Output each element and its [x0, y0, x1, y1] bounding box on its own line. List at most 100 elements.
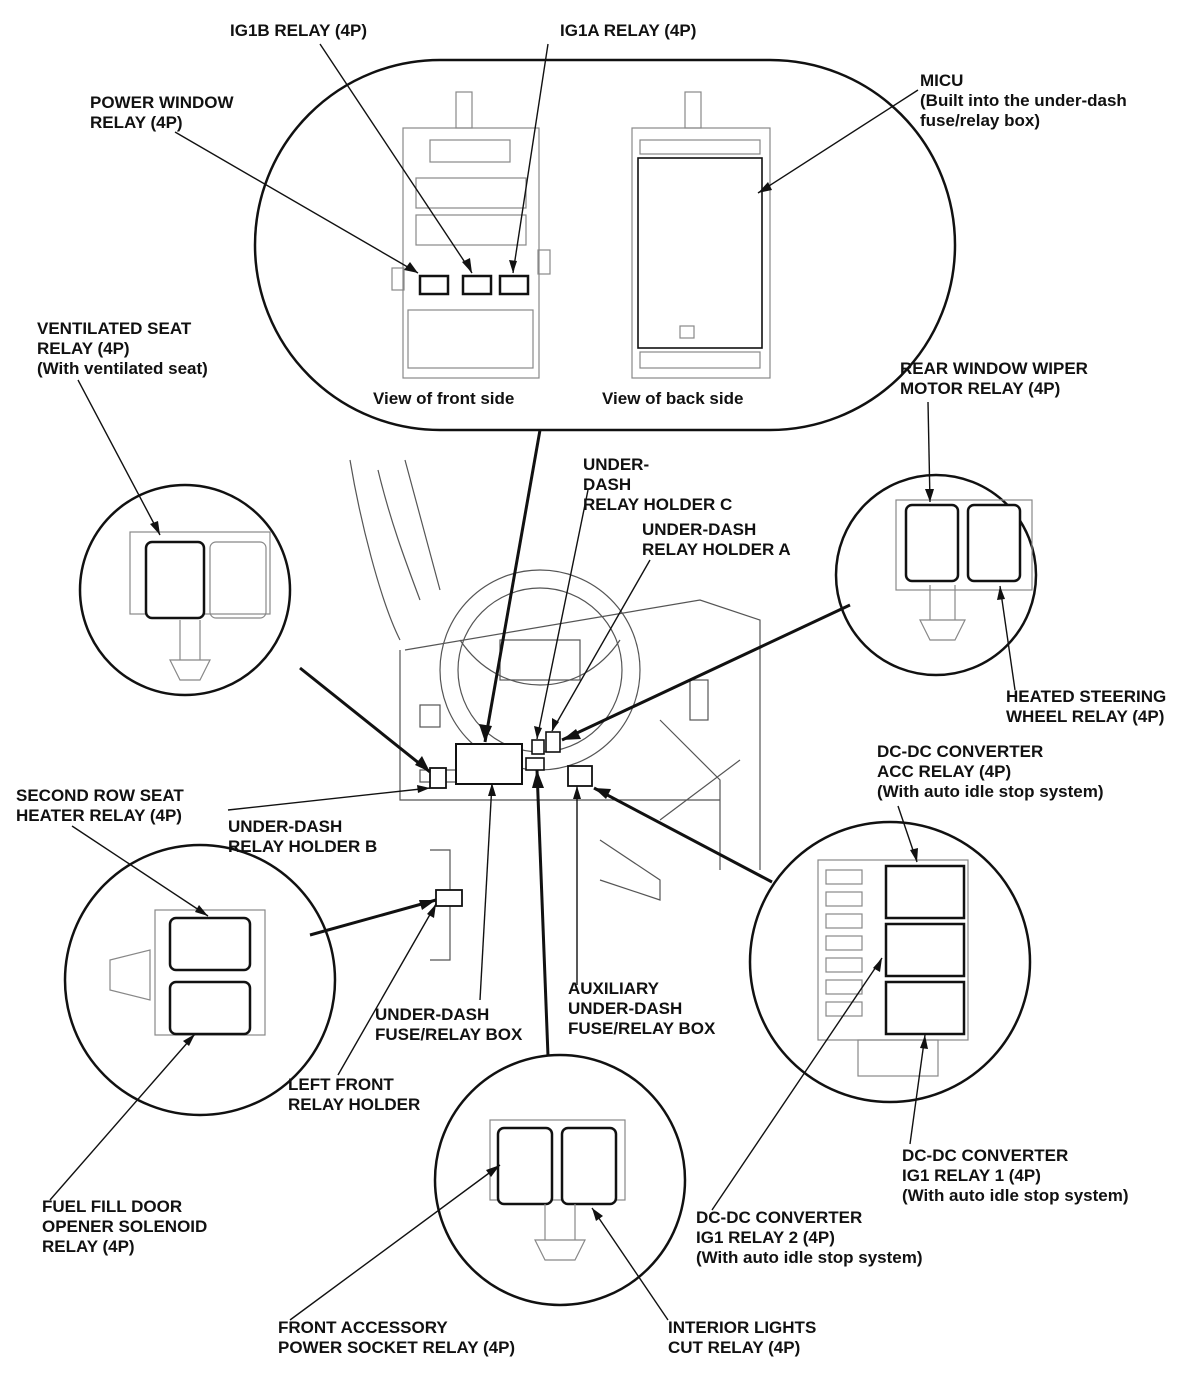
label-line: RELAY HOLDER C [583, 495, 733, 514]
underdash-relay-holder-a-label: UNDER-DASH RELAY HOLDER A [642, 520, 791, 560]
dcdc-ig1-relay-2 [884, 922, 966, 978]
aux-box-shape [567, 765, 593, 787]
label-line: LEFT FRONT [288, 1075, 394, 1094]
label-line: (With auto idle stop system) [902, 1186, 1129, 1205]
rear-window-wiper-motor-relay [904, 503, 960, 583]
label-line: IG1 RELAY 1 (4P) [902, 1166, 1041, 1185]
second-row-seat-heater-relay [168, 916, 252, 972]
label-line: HEATER RELAY (4P) [16, 806, 182, 825]
leader-lines [49, 43, 1016, 1321]
fuse-box-back-view [631, 91, 771, 379]
label-line: DC-DC CONVERTER [902, 1146, 1069, 1165]
dashboard-sketch [349, 459, 761, 961]
fuse-box-inset [253, 58, 957, 432]
heated-steering-wheel-relay [966, 503, 1022, 583]
connector-lines [299, 429, 851, 1057]
label-line: View of front side [373, 389, 515, 408]
dcdc-inset [748, 820, 1032, 1104]
ig1b-relay-label: IG1B RELAY (4P) [230, 21, 367, 41]
heated-steering-wheel-relay-label: HEATED STEERING WHEEL RELAY (4P) [1006, 687, 1166, 727]
underdash-relay-holder-b-label: UNDER-DASH RELAY HOLDER B [228, 817, 377, 857]
ig1a-relay [498, 274, 530, 296]
label-line: POWER WINDOW [90, 93, 234, 112]
front-accessory-power-socket-relay-label: FRONT ACCESSORY POWER SOCKET RELAY (4P) [278, 1318, 515, 1358]
label-line: (With auto idle stop system) [877, 782, 1104, 801]
label-line: ACC RELAY (4P) [877, 762, 1012, 781]
label-line: UNDER-DASH [642, 520, 757, 539]
arrowheads [150, 182, 1005, 1221]
label-line: CUT RELAY (4P) [668, 1338, 801, 1357]
holder-b-shape [429, 767, 447, 789]
label-line: RELAY HOLDER [288, 1095, 421, 1114]
power-window-relay [418, 274, 450, 296]
label-line: RELAY HOLDER A [642, 540, 791, 559]
label-line: (With ventilated seat) [37, 359, 208, 378]
label-line: UNDER-DASH [375, 1005, 490, 1024]
ventilated-seat-relay [144, 540, 206, 620]
label-line: INTERIOR LIGHTS [668, 1318, 817, 1337]
label-line: RELAY (4P) [90, 113, 183, 132]
underdash-relay-holder-c-label: UNDER- DASH RELAY HOLDER C [583, 455, 732, 515]
interior-lights-cut-relay-label: INTERIOR LIGHTS CUT RELAY (4P) [668, 1318, 816, 1358]
label-line: UNDER- [583, 455, 650, 474]
underdash-fuse-box-shape [455, 743, 523, 785]
label-line: fuse/relay box) [920, 111, 1040, 130]
left-front-holder-shape [435, 889, 463, 907]
label-line: FUSE/RELAY BOX [375, 1025, 523, 1044]
ig1b-relay [461, 274, 493, 296]
holder-a-shape [545, 731, 561, 753]
label-line: FRONT ACCESSORY [278, 1318, 448, 1337]
label-line: View of back side [602, 389, 744, 408]
fuel-fill-door-opener-solenoid-relay [168, 980, 252, 1036]
micu-label: MICU (Built into the under-dash fuse/rel… [920, 71, 1127, 131]
label-line: REAR WINDOW WIPER [900, 359, 1088, 378]
view-front-side-caption: View of front side [373, 389, 514, 409]
label-line: DASH [583, 475, 632, 494]
fuse-box-front-view [391, 91, 551, 379]
rear-wiper-inset [834, 473, 1038, 677]
label-line: IG1 RELAY 2 (4P) [696, 1228, 835, 1247]
interior-lights-cut-relay [560, 1126, 618, 1206]
front-accessory-power-socket-relay [496, 1126, 554, 1206]
fuel-fill-door-opener-relay-label: FUEL FILL DOOR OPENER SOLENOID RELAY (4P… [42, 1197, 207, 1257]
label-line: RELAY HOLDER B [228, 837, 378, 856]
dcdc-ig1-relay-1 [884, 980, 966, 1036]
label-line: VENTILATED SEAT [37, 319, 192, 338]
label-line: (Built into the under-dash [920, 91, 1127, 110]
label-line: UNDER-DASH [568, 999, 683, 1018]
label-line: DC-DC CONVERTER [877, 742, 1044, 761]
label-line: RELAY (4P) [37, 339, 130, 358]
label-line: IG1B RELAY (4P) [230, 21, 367, 40]
power-window-relay-label: POWER WINDOW RELAY (4P) [90, 93, 234, 133]
front-accessory-inset [433, 1053, 687, 1307]
ventilated-seat-inset [78, 483, 292, 697]
label-line: POWER SOCKET RELAY (4P) [278, 1338, 516, 1357]
label-line: WHEEL RELAY (4P) [1006, 707, 1165, 726]
label-line: FUEL FILL DOOR [42, 1197, 183, 1216]
label-line: DC-DC CONVERTER [696, 1208, 863, 1227]
ventilated-seat-relay-label: VENTILATED SEAT RELAY (4P) (With ventila… [37, 319, 208, 379]
dcdc-acc-relay [884, 864, 966, 920]
label-line: RELAY (4P) [42, 1237, 135, 1256]
auxiliary-underdash-fuse-relay-box-label: AUXILIARY UNDER-DASH FUSE/RELAY BOX [568, 979, 715, 1039]
holder-aux-shape [525, 757, 545, 771]
holder-c-shape [531, 739, 545, 755]
view-back-side-caption: View of back side [602, 389, 743, 409]
label-line: SECOND ROW SEAT [16, 786, 184, 805]
label-line: UNDER-DASH [228, 817, 343, 836]
label-line: HEATED STEERING [1006, 687, 1167, 706]
label-line: FUSE/RELAY BOX [568, 1019, 716, 1038]
rear-window-wiper-motor-relay-label: REAR WINDOW WIPER MOTOR RELAY (4P) [900, 359, 1088, 399]
dcdc-ig1-relay-1-label: DC-DC CONVERTER IG1 RELAY 1 (4P) (With a… [902, 1146, 1129, 1206]
dcdc-ig1-relay-2-label: DC-DC CONVERTER IG1 RELAY 2 (4P) (With a… [696, 1208, 923, 1268]
dcdc-acc-relay-label: DC-DC CONVERTER ACC RELAY (4P) (With aut… [877, 742, 1104, 802]
label-line: MICU [920, 71, 964, 90]
underdash-fuse-relay-box-label: UNDER-DASH FUSE/RELAY BOX [375, 1005, 522, 1045]
second-row-inset [63, 843, 337, 1117]
ig1a-relay-label: IG1A RELAY (4P) [560, 21, 696, 41]
label-line: (With auto idle stop system) [696, 1248, 923, 1267]
dashboard-components [429, 731, 593, 907]
label-line: IG1A RELAY (4P) [560, 21, 697, 40]
micu-unit [637, 157, 763, 349]
